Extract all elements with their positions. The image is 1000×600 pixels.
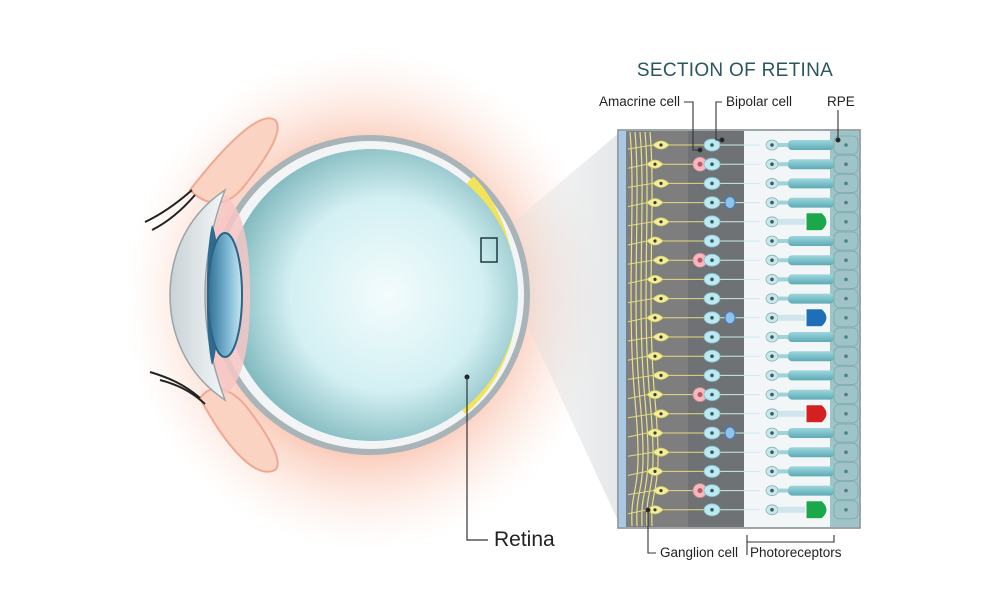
rpe-label: RPE: [827, 94, 855, 109]
rod-cell: [788, 140, 834, 150]
photoreceptors-label: Photoreceptors: [750, 545, 842, 560]
retina-label: Retina: [494, 528, 555, 551]
eyelids: [144, 117, 279, 473]
zoom-beam: [490, 132, 620, 525]
rod-cell: [788, 447, 834, 458]
label-leaders: [645, 101, 841, 555]
cone-blue: [805, 308, 828, 328]
rod-cell: [788, 466, 834, 477]
rod-cell: [788, 274, 834, 285]
retina-pointer: [464, 374, 488, 541]
rod-cell: [788, 178, 834, 189]
cone-green: [805, 212, 828, 232]
retina-section: [617, 129, 861, 529]
rod-cell: [788, 428, 834, 438]
rod-cell: [788, 255, 834, 266]
cone-red: [805, 404, 828, 424]
cone-bipolar-cell: [724, 426, 736, 440]
rod-cell: [788, 197, 834, 208]
cone-bipolar-cell: [724, 196, 736, 210]
diagram-title: SECTION OF RETINA: [636, 60, 834, 81]
amacrine-cell-label: Amacrine cell: [599, 94, 681, 109]
cornea: [169, 188, 227, 402]
cone-green: [805, 500, 828, 520]
rod-cell: [788, 293, 834, 304]
rod-cell: [788, 485, 834, 496]
rod-cell: [788, 159, 834, 170]
rod-cell: [788, 389, 834, 400]
rod-cell: [788, 236, 834, 246]
ganglion-cell-label: Ganglion cell: [660, 545, 739, 560]
lens: [206, 225, 243, 365]
rod-cell: [788, 332, 834, 342]
retina-zoom-box: [480, 237, 498, 263]
rod-cell: [788, 370, 834, 381]
bipolar-cell-label: Bipolar cell: [726, 94, 793, 109]
cone-bipolar-cell: [724, 311, 736, 325]
rod-cell: [788, 351, 834, 362]
